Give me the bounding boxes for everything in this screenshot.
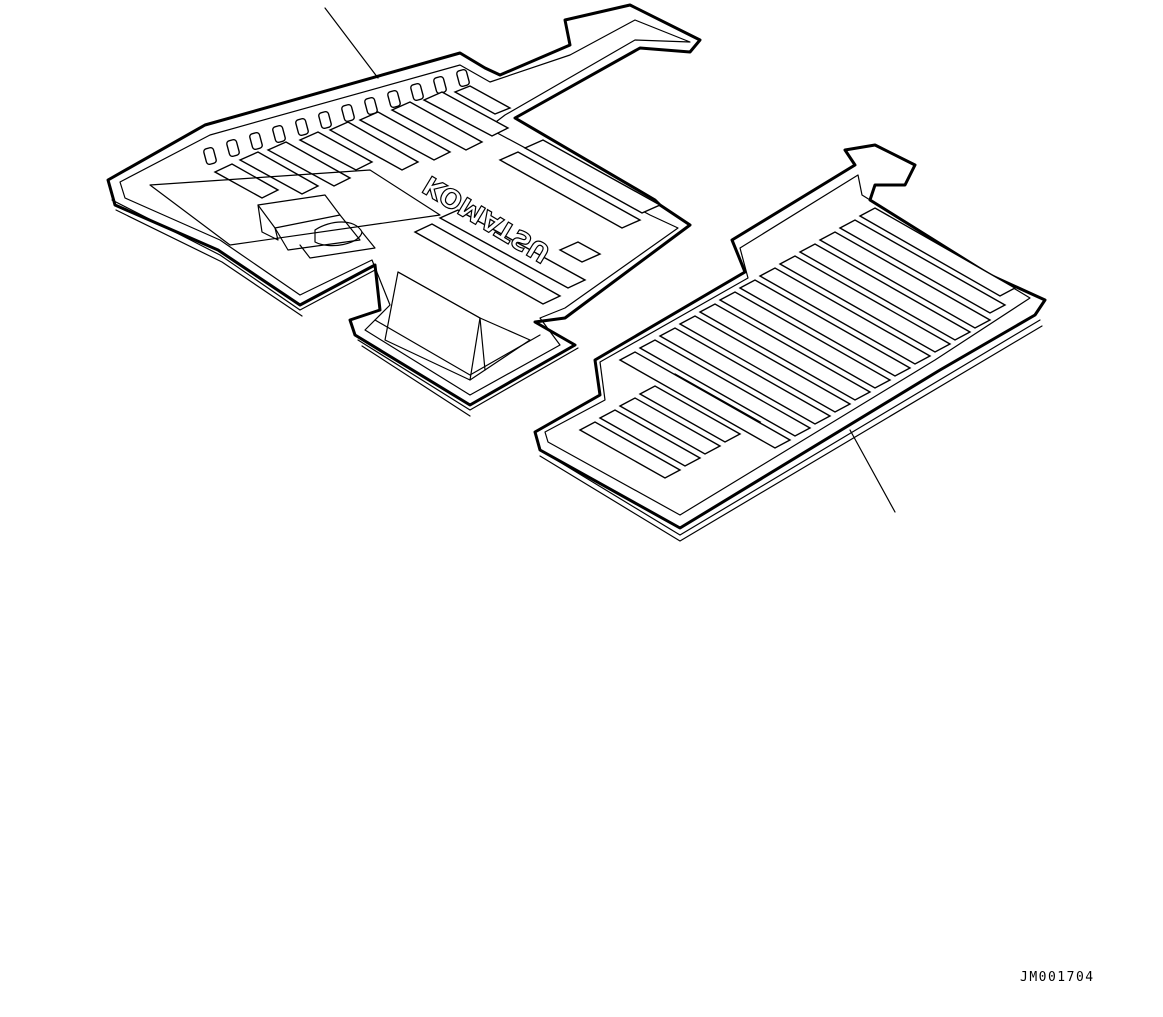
wedge-block — [374, 271, 541, 381]
rear-mat-ribs — [578, 207, 1017, 479]
figure-code: JM001704 — [1020, 970, 1095, 985]
leader-line-front — [324, 7, 379, 79]
front-floor-mat: KOMATSU — [106, 3, 702, 417]
pedal-box — [257, 194, 376, 259]
rear-floor-mat — [533, 143, 1047, 542]
front-mat-grooves — [213, 85, 662, 305]
leader-line-rear — [849, 429, 896, 513]
brand-lettering: KOMATSU — [418, 169, 556, 268]
front-mat-edge-slots — [203, 68, 470, 166]
